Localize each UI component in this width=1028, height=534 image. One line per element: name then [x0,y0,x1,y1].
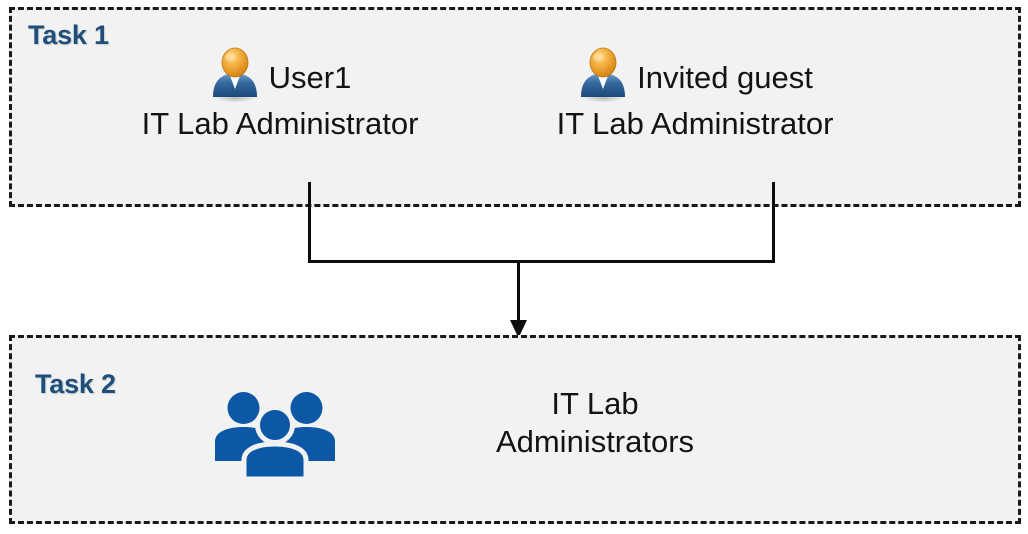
person-user1-name: User1 [268,59,352,95]
person-user1-role: IT Lab Administrator [141,106,419,141]
person-card-user1: User1 IT Lab Administrator [70,47,490,141]
user-icon [577,47,629,108]
group-name-line-2: Administrators [495,424,695,460]
people-group-icon [213,387,337,481]
group-name: IT Lab Administrators [380,385,810,461]
person-guest-role: IT Lab Administrator [556,106,834,141]
person-user1-header: User1 [70,47,490,108]
task-2-label: Task 2 [35,369,116,399]
task-1-label: Task 1 [28,20,109,50]
person-guest-header: Invited guest [485,47,905,108]
group-name-line-1: IT Lab [551,386,639,421]
task-2-container [9,335,1021,524]
person-guest-name: Invited guest [637,59,813,95]
task-1-container [9,7,1021,207]
person-card-invited-guest: Invited guest IT Lab Administrator [485,47,905,141]
user-icon [209,47,261,108]
